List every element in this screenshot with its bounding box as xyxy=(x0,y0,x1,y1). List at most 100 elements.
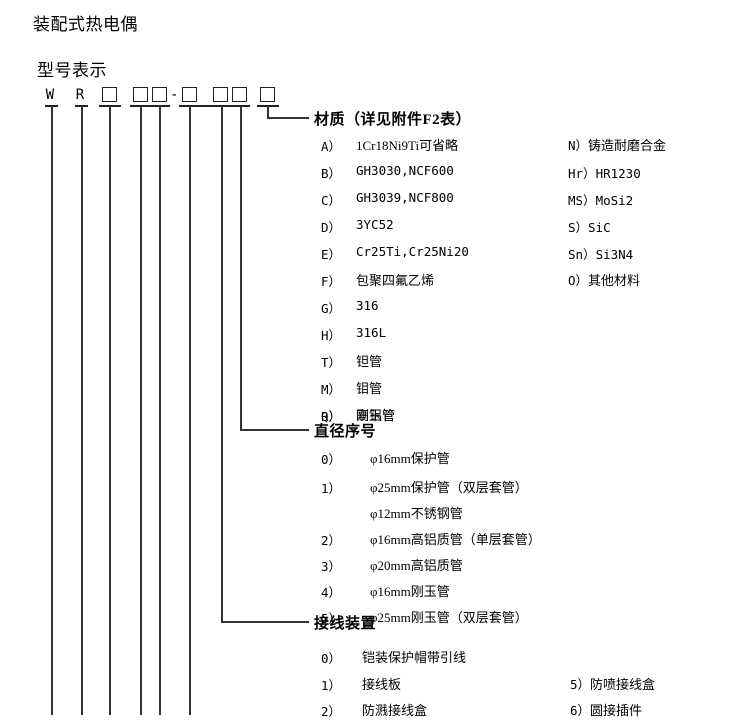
option-desc: GH3039,NCF800 xyxy=(356,190,454,205)
option-desc: 316 xyxy=(356,298,379,313)
option-code: 0） xyxy=(321,452,342,467)
leader-line-wiring xyxy=(221,106,223,622)
option-code-r-tube: R） xyxy=(321,409,342,424)
option-desc: φ16mm高铝质管（单层套管） xyxy=(370,532,541,547)
option-code: T） xyxy=(321,355,342,370)
option-right-4: Sn）Si3N4 xyxy=(568,244,633,263)
leader-elbow-material xyxy=(267,117,309,119)
option-desc: 钼管 xyxy=(356,381,383,396)
option-desc: 其他材料 xyxy=(588,273,641,288)
option-desc: φ25mm保护管（双层套管） xyxy=(370,480,528,495)
leader-line-r xyxy=(81,106,83,715)
branch-heading-wiring: 接线装置 xyxy=(314,616,377,632)
option-code: O） xyxy=(568,273,589,288)
option-code: B） xyxy=(321,166,342,181)
option-code: 3） xyxy=(321,559,342,574)
option-code: C） xyxy=(321,193,342,208)
code-box-wiring xyxy=(182,87,197,102)
option-desc-continued: φ12mm不锈钢管 xyxy=(370,506,463,521)
option-desc: HR1230 xyxy=(595,166,641,181)
option-code: G） xyxy=(321,301,342,316)
option-right-3: S）SiC xyxy=(568,217,611,236)
option-desc: 316L xyxy=(356,325,387,340)
code-stub xyxy=(179,105,250,107)
code-box-diameter xyxy=(213,87,228,102)
leader-elbow-diameter xyxy=(240,429,309,431)
leader-line-mounting xyxy=(140,106,142,715)
option-code: Sn） xyxy=(568,247,596,262)
branch-heading-material: 材质（详见附件F2表） xyxy=(314,112,472,128)
option-code: F） xyxy=(321,274,342,289)
option-desc: 防喷接线盒 xyxy=(590,677,656,692)
option-desc: 钽管 xyxy=(356,354,383,369)
option-code: 1） xyxy=(321,678,342,693)
option-code: Hr） xyxy=(568,166,596,181)
option-desc: φ16mm保护管 xyxy=(370,451,450,466)
leader-line-graduation xyxy=(109,106,111,715)
option-right-wiring-1: 6）圆接插件 xyxy=(570,700,642,719)
option-desc: φ20mm高铝质管 xyxy=(370,558,463,573)
option-desc: 接线板 xyxy=(362,677,402,692)
option-desc: 防溅接线盒 xyxy=(362,703,428,718)
code-box-graduation xyxy=(102,87,117,102)
option-code: Q） xyxy=(321,409,342,424)
code-dash: - xyxy=(170,87,179,103)
option-right-0: N）铸造耐磨合金 xyxy=(568,135,666,154)
branch-heading-diameter: 直径序号 xyxy=(314,424,377,440)
code-letter-r: R xyxy=(75,87,85,103)
option-desc: φ25mm刚玉管（双层套管） xyxy=(370,610,528,625)
option-code: S） xyxy=(568,220,589,235)
option-code: H） xyxy=(321,328,342,343)
leader-line-wiring-ext xyxy=(189,106,191,715)
leader-line-protection xyxy=(159,106,161,715)
option-desc: 铠装保护帽带引线 xyxy=(362,650,467,665)
option-desc: SiC xyxy=(588,220,611,235)
code-letter-w: W xyxy=(45,87,55,103)
option-code: D） xyxy=(321,220,342,235)
option-right-1: Hr）HR1230 xyxy=(568,163,641,182)
option-desc: 高铝管 xyxy=(356,408,396,423)
option-code: N） xyxy=(568,138,589,153)
code-stub xyxy=(130,105,170,107)
option-desc: 1Cr18Ni9Ti可省略 xyxy=(356,138,459,153)
option-code: 5） xyxy=(570,677,591,692)
option-desc: 包聚四氟乙烯 xyxy=(356,273,435,288)
option-code: A） xyxy=(321,139,342,154)
code-box-mounting xyxy=(133,87,148,102)
option-desc: GH3030,NCF600 xyxy=(356,163,454,178)
option-code: M） xyxy=(321,382,342,397)
code-stub xyxy=(45,105,58,107)
leader-line-diameter xyxy=(240,106,242,430)
option-code: E） xyxy=(321,247,342,262)
option-desc: 3YC52 xyxy=(356,217,394,232)
page-title: 装配式热电偶 xyxy=(33,15,138,34)
option-right-5: O）其他材料 xyxy=(568,270,640,289)
option-desc: φ16mm刚玉管 xyxy=(370,584,450,599)
option-desc: 铸造耐磨合金 xyxy=(588,138,667,153)
leader-line-w xyxy=(51,106,53,715)
code-stub xyxy=(75,105,88,107)
leader-line-material xyxy=(267,106,269,118)
option-code: 0） xyxy=(321,651,342,666)
code-box-length xyxy=(232,87,247,102)
code-stub xyxy=(257,105,279,107)
code-stub xyxy=(99,105,121,107)
option-code: 6） xyxy=(570,703,591,718)
option-desc: Cr25Ti,Cr25Ni20 xyxy=(356,244,469,259)
option-right-2: MS）MoSi2 xyxy=(568,190,633,209)
leader-elbow-wiring xyxy=(221,621,309,623)
option-code: MS） xyxy=(568,193,596,208)
option-right-wiring-0: 5）防喷接线盒 xyxy=(570,674,655,693)
code-box-material xyxy=(260,87,275,102)
option-desc-r-tube: 刚玉管 xyxy=(356,408,396,423)
section-title: 型号表示 xyxy=(37,61,107,80)
option-desc: 圆接插件 xyxy=(590,703,643,718)
code-box-protection xyxy=(152,87,167,102)
option-desc: Si3N4 xyxy=(595,247,634,262)
model-code-row: W R - xyxy=(0,86,750,110)
option-code: 5） xyxy=(321,611,342,626)
option-desc: MoSi2 xyxy=(595,193,634,208)
option-code: 4） xyxy=(321,585,342,600)
option-code: 2） xyxy=(321,533,342,548)
option-code: 2） xyxy=(321,704,342,719)
